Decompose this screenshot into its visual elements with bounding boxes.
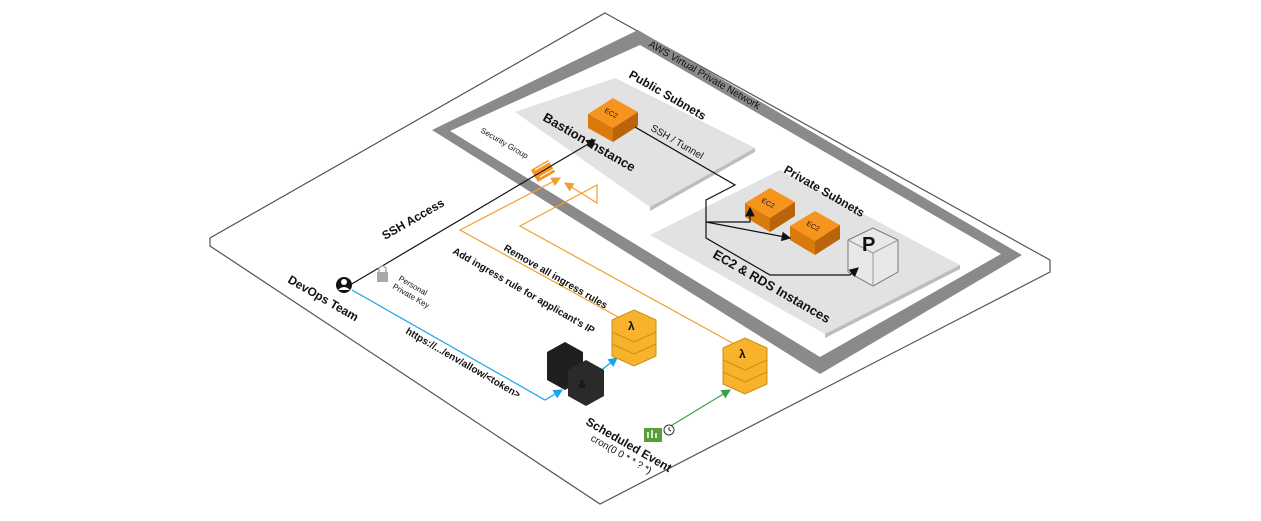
- bastion-ec2-icon: EC2: [588, 98, 638, 142]
- lambda-icon: λ: [611, 309, 657, 367]
- cloudwatch-icon: [644, 428, 662, 442]
- lambda-symbol: λ: [739, 347, 746, 361]
- api-gateway-icon: &: [547, 342, 604, 406]
- svg-text:&: &: [578, 379, 586, 391]
- rds-label: P: [862, 234, 875, 256]
- rds-icon: P: [847, 227, 899, 287]
- lambda-symbol: λ: [628, 319, 635, 333]
- lock-icon: [377, 272, 388, 282]
- private-ec2-icon: EC2: [790, 211, 840, 255]
- outer-platform: [209, 12, 1051, 505]
- lambda-icon: λ: [722, 337, 768, 395]
